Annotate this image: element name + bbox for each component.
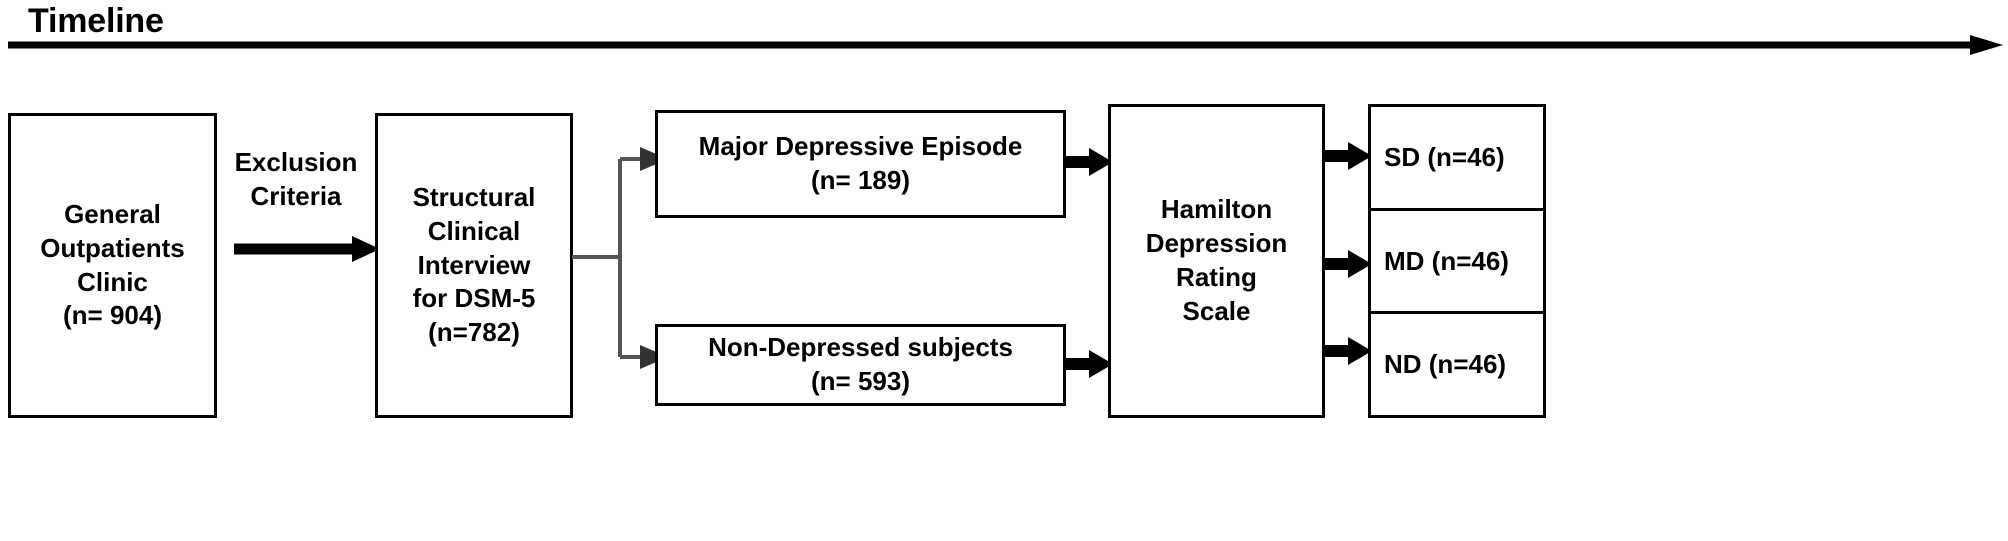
- arrow-hdrs-to-md-icon: [1322, 250, 1372, 278]
- exclusion-label-line-2: Criteria: [250, 180, 342, 211]
- arrow-nondepressed-to-hdrs-icon: [1063, 350, 1113, 378]
- outcome-group-sd-label: SD (n=46): [1384, 141, 1505, 172]
- box-hdrs-line-1: Hamilton: [1160, 194, 1273, 225]
- box-hdrs-line-4: Scale: [1182, 295, 1251, 326]
- connector-scid-branch-icon: [572, 147, 668, 369]
- box-scid-line-2: Clinical: [427, 215, 521, 246]
- box-scid-line-4: for DSM-5: [412, 283, 536, 314]
- arrow-general-to-scid-icon: [234, 236, 380, 262]
- outcome-group-nd-label: ND (n=46): [1384, 349, 1507, 380]
- outcome-groups-stack: SD (n=46) MD (n=46) ND (n=46): [1368, 104, 1546, 418]
- outcome-group-nd: ND (n=46): [1371, 311, 1543, 415]
- exclusion-label-line-1: Exclusion: [234, 147, 358, 177]
- page-title: Timeline: [28, 2, 164, 40]
- box-general-count: (n= 904): [63, 300, 162, 331]
- arrow-hdrs-to-sd-icon: [1322, 142, 1372, 170]
- box-major-depressive-episode: Major Depressive Episode (n= 189): [655, 110, 1066, 218]
- box-scid-line-1: Structural: [412, 182, 536, 212]
- outcome-group-sd: SD (n=46): [1371, 107, 1543, 208]
- box-nondep-count: (n= 593): [811, 366, 910, 396]
- box-hdrs-line-2: Depression: [1145, 228, 1288, 259]
- box-scid-line-3: Interview: [417, 249, 531, 280]
- box-scid-count: (n=782): [428, 317, 520, 348]
- outcome-group-md-label: MD (n=46): [1384, 245, 1509, 276]
- box-general-line-1: General: [64, 198, 161, 229]
- box-non-depressed-subjects: Non-Depressed subjects (n= 593): [655, 324, 1066, 406]
- box-general-line-2: Outpatients: [40, 232, 185, 263]
- box-mde-count: (n= 189): [811, 165, 910, 195]
- arrow-hdrs-to-nd-icon: [1322, 337, 1372, 365]
- timeline-arrow-icon: [8, 35, 2003, 55]
- arrow-mde-to-hdrs-icon: [1063, 148, 1113, 176]
- edge-label-exclusion-criteria: Exclusion Criteria: [222, 146, 370, 214]
- box-hamilton-depression-rating-scale: Hamilton Depression Rating Scale: [1108, 104, 1325, 418]
- box-structural-clinical-interview: Structural Clinical Interview for DSM-5 …: [375, 113, 573, 418]
- box-general-outpatients-clinic: General Outpatients Clinic (n= 904): [8, 113, 217, 418]
- outcome-group-md: MD (n=46): [1371, 207, 1543, 312]
- box-general-line-3: Clinic: [77, 266, 148, 297]
- box-nondep-line-1: Non-Depressed subjects: [708, 332, 1013, 363]
- box-mde-line-1: Major Depressive Episode: [698, 131, 1023, 162]
- box-hdrs-line-3: Rating: [1176, 262, 1257, 292]
